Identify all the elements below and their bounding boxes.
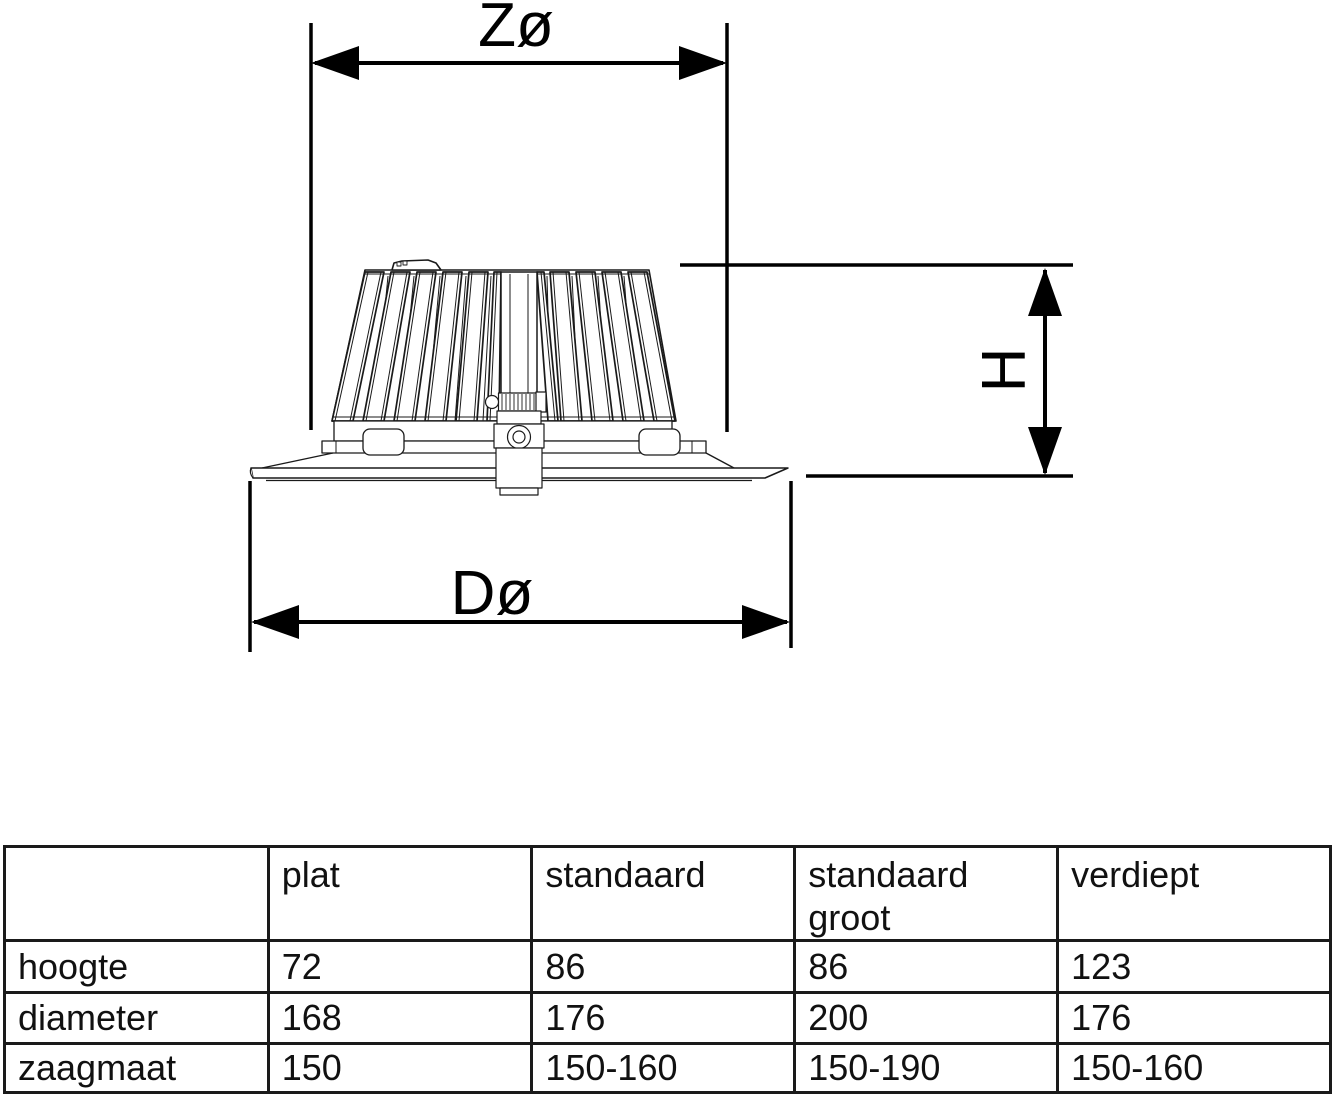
spec-table: plat standaard standaard groot verdiept … — [3, 845, 1332, 1094]
heatsink-fins — [331, 271, 676, 422]
spring-clip-right — [638, 428, 681, 456]
cell: 168 — [266, 991, 534, 1045]
row-label: hoogte — [3, 939, 270, 994]
header-verdiept: verdiept — [1056, 845, 1332, 942]
cell: 86 — [793, 939, 1060, 994]
clamp-assembly — [484, 391, 547, 496]
cell: 200 — [793, 991, 1060, 1045]
height-dimension-label: H — [970, 348, 1039, 393]
row-label: diameter — [3, 991, 270, 1045]
cell: 72 — [266, 939, 534, 994]
dimension-labels: Zø Dø H — [451, 0, 1039, 628]
cell: 150-190 — [793, 1042, 1060, 1094]
header-standaard: standaard — [530, 845, 797, 942]
dimension-arrowheads — [251, 46, 1062, 639]
table-row-zaagmaat: zaagmaat 150 150-160 150-190 150-160 — [3, 1042, 1332, 1094]
downlight-body — [249, 259, 789, 496]
spring-clip-left — [362, 428, 405, 456]
table-row-diameter: diameter 168 176 200 176 — [3, 991, 1332, 1045]
bottom-dimension-label: Dø — [451, 559, 534, 628]
header-plat: plat — [266, 845, 534, 942]
top-dimension-label: Zø — [478, 0, 554, 60]
header-standaard-groot: standaard groot — [793, 845, 1060, 942]
cell: 123 — [1056, 939, 1332, 994]
cell: 86 — [530, 939, 797, 994]
cell: 150-160 — [530, 1042, 797, 1094]
downlight-technical-drawing: Zø Dø H — [248, 0, 1073, 652]
cell: 150-160 — [1056, 1042, 1332, 1094]
header-empty — [3, 845, 270, 942]
cell: 176 — [1056, 991, 1332, 1045]
cell: 150 — [266, 1042, 534, 1094]
table-header-row: plat standaard standaard groot verdiept — [3, 845, 1332, 942]
row-label: zaagmaat — [3, 1042, 270, 1094]
table-row-hoogte: hoogte 72 86 86 123 — [3, 939, 1332, 994]
cell: 176 — [530, 991, 797, 1045]
